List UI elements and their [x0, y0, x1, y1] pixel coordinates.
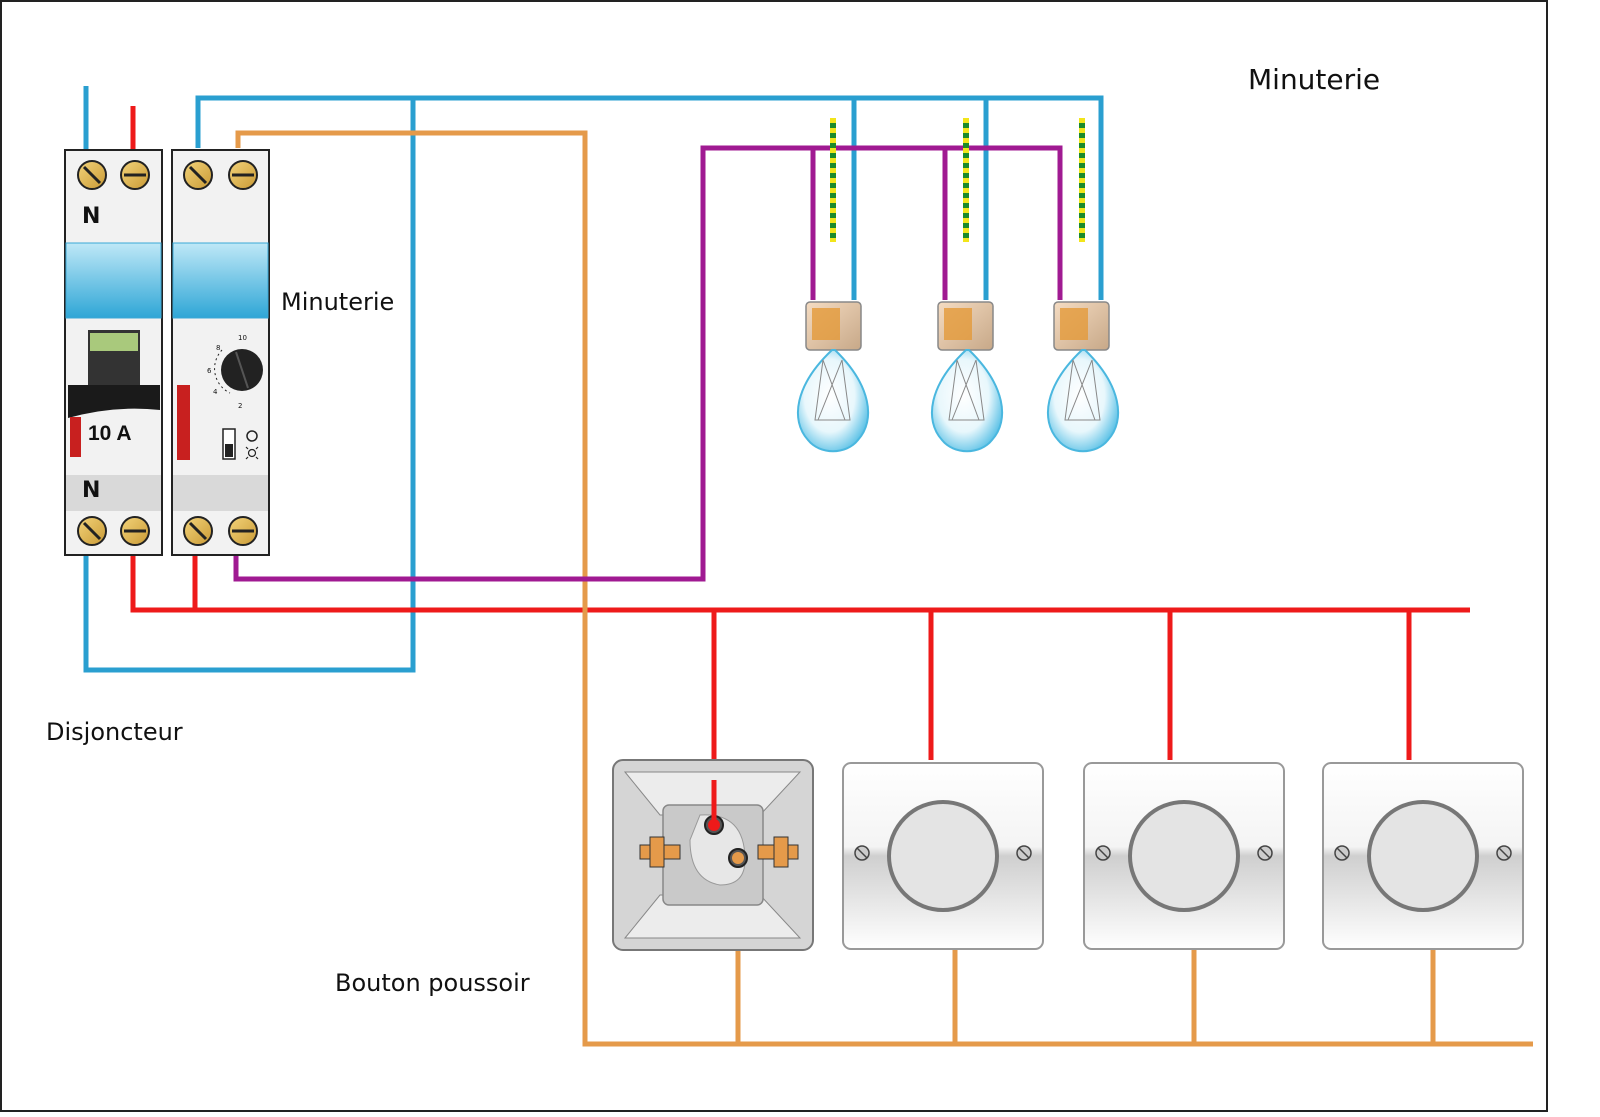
earth-wires: [830, 118, 1085, 242]
dial-tick: 8: [216, 344, 220, 352]
lamp-3: [1046, 301, 1120, 453]
push-button-open[interactable]: [612, 759, 814, 951]
phase-wires: [130, 106, 1470, 820]
dial-tick: 2: [238, 402, 242, 410]
dial-tick: 4: [213, 388, 218, 396]
timer-screws: [183, 160, 258, 546]
timer-light-icon: [245, 446, 259, 460]
lamp-2: [930, 301, 1004, 453]
push-button-2[interactable]: [1083, 762, 1285, 950]
dial-tick: 6: [207, 367, 212, 375]
dial-tick: 10: [238, 334, 247, 342]
timer-selector-icon[interactable]: [222, 428, 236, 460]
breaker-screws: [77, 160, 150, 546]
breaker-neutral-mark-top: N: [82, 204, 101, 229]
breaker-toggle[interactable]: [68, 330, 160, 418]
breaker-neutral-mark-bottom: N: [82, 478, 101, 503]
push-button-3[interactable]: [1322, 762, 1524, 950]
timer-dial[interactable]: [214, 349, 263, 394]
timer-indicator-icon: [246, 430, 258, 442]
timer-dial-ticks: 10 8 6 4 2: [207, 334, 247, 410]
push-button-label: Bouton poussoir: [335, 969, 530, 997]
neutral-wires: [83, 86, 1104, 673]
diagram-title: Minuterie: [1248, 63, 1381, 96]
lamp-wires: [233, 145, 1063, 582]
breaker-label: Disjoncteur: [46, 718, 183, 746]
push-button-1[interactable]: [842, 762, 1044, 950]
timer-label: Minuterie: [281, 288, 395, 316]
return-wires: [235, 130, 1533, 1047]
breaker-module: [64, 149, 163, 556]
breaker-rating: 10 A: [88, 422, 132, 445]
lamp-1: [796, 301, 870, 453]
timer-module: [171, 149, 270, 556]
